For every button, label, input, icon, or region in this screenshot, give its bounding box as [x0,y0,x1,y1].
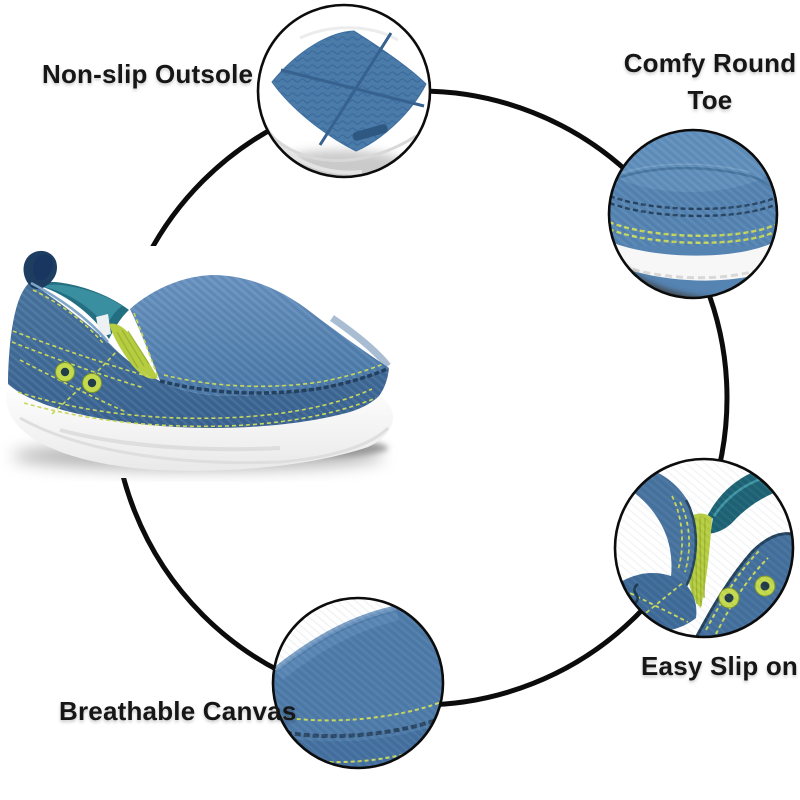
collar-piping [30,281,109,343]
shoe-illustration [6,250,394,471]
slip-on-detail-circle [613,457,795,639]
callout-label-slip-on: Easy Slip on [641,651,799,681]
shoe-eyelets [55,362,102,393]
moc-toe-seam [159,367,388,395]
callout-label-toe: Comfy Round Toe [623,48,797,115]
shoe-stitching [11,289,384,428]
shoe-heel-tab [23,250,57,290]
toe-detail-circle [607,128,779,300]
callout-label-outsole: Non-slip Outsole [42,59,254,89]
outsole-detail-circle [256,3,432,179]
shoe-sole [6,384,394,471]
toe-sole-band [609,239,777,281]
canvas-detail-circle [271,596,445,770]
shoe-elastic-gore [109,323,158,379]
callout-label-canvas: Breathable Canvas [59,696,297,726]
